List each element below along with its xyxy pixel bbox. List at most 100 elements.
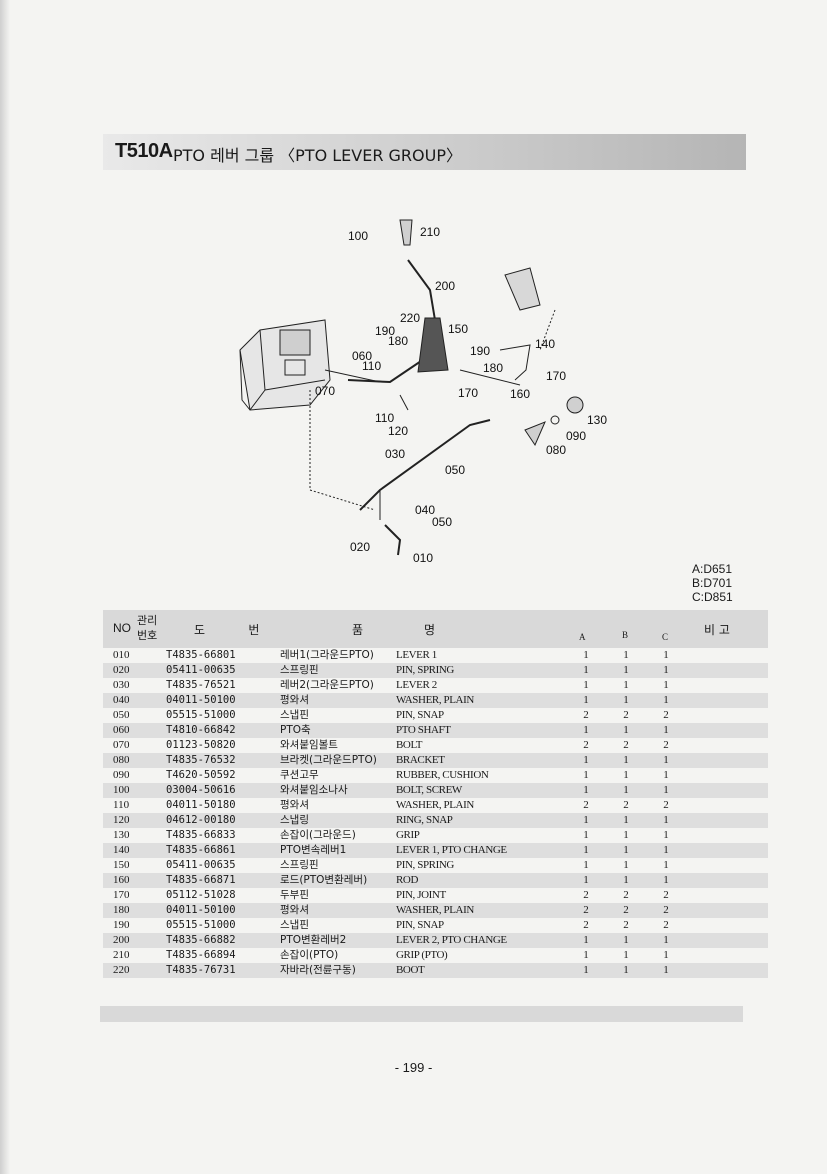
- header-name-left: 품: [280, 610, 396, 648]
- part-name-ko: 스냅핀: [280, 708, 396, 723]
- qty-a: 2: [566, 708, 606, 723]
- part-name-ko: 레버1(그라운드PTO): [280, 648, 396, 663]
- qty-a: 1: [566, 858, 606, 873]
- qty-b: 2: [606, 798, 646, 813]
- qty-c: 1: [646, 813, 686, 828]
- qty-b: 2: [606, 738, 646, 753]
- page-number: - 199 -: [394, 1060, 433, 1075]
- part-no: 200: [103, 933, 166, 948]
- pto-shaft-drawing: [324, 369, 381, 383]
- part-no: 160: [103, 873, 166, 888]
- qty-b: 1: [606, 723, 646, 738]
- part-no: 170: [103, 888, 166, 903]
- qty-a: 1: [566, 843, 606, 858]
- part-no: 180: [103, 903, 166, 918]
- part-name-ko: 로드(PTO변환레버): [280, 873, 396, 888]
- part-code: 03004-50616: [166, 783, 280, 798]
- qty-c: 1: [646, 858, 686, 873]
- part-no: 190: [103, 918, 166, 933]
- part-name-en: PTO SHAFT: [396, 723, 566, 738]
- diagram-callouts: 100 210 200 220 190 180 150 190 140 060 …: [315, 225, 607, 565]
- callout-040: 040: [415, 503, 435, 517]
- callout-170b: 170: [458, 386, 478, 400]
- part-name-ko: 브라켓(그라운드PTO): [280, 753, 396, 768]
- qty-b: 1: [606, 933, 646, 948]
- part-code: T4835-76521: [166, 678, 280, 693]
- header-mgmt-1: 관리: [137, 615, 158, 627]
- part-name-en: BOLT: [396, 738, 566, 753]
- header-mgmt-2: 번호: [137, 630, 158, 642]
- exploded-parts-diagram: 100 210 200 220 190 180 150 190 140 060 …: [239, 219, 607, 565]
- qty-a: 1: [566, 873, 606, 888]
- part-name-ko: 손잡이(PTO): [280, 948, 396, 963]
- qty-c: 2: [646, 708, 686, 723]
- part-name-en: BRACKET: [396, 753, 566, 768]
- part-code: 04011-50180: [166, 798, 280, 813]
- callout-050: 050: [445, 463, 465, 477]
- qty-b: 1: [606, 873, 646, 888]
- remarks: [686, 723, 768, 738]
- part-name-en: RING, SNAP: [396, 813, 566, 828]
- callout-180: 180: [388, 334, 408, 348]
- page-edge-shadow: [0, 0, 10, 1174]
- part-name-en: WASHER, PLAIN: [396, 903, 566, 918]
- qty-a: 1: [566, 678, 606, 693]
- qty-a: 1: [566, 828, 606, 843]
- callout-030: 030: [385, 447, 405, 461]
- part-code: 04011-50100: [166, 693, 280, 708]
- part-no: 120: [103, 813, 166, 828]
- remarks: [686, 738, 768, 753]
- part-no: 010: [103, 648, 166, 663]
- part-no: 020: [103, 663, 166, 678]
- qty-a: 1: [566, 648, 606, 663]
- callout-060: 060: [352, 349, 372, 363]
- qty-b: 1: [606, 843, 646, 858]
- callout-050b: 050: [432, 515, 452, 529]
- part-name-ko: 평와셔: [280, 693, 396, 708]
- part-code: T4835-66871: [166, 873, 280, 888]
- part-code: T4810-66842: [166, 723, 280, 738]
- part-name-en: WASHER, PLAIN: [396, 693, 566, 708]
- qty-a: 1: [566, 723, 606, 738]
- part-name-en: PIN, SNAP: [396, 708, 566, 723]
- qty-a: 1: [566, 693, 606, 708]
- part-name-ko: 스프링핀: [280, 663, 396, 678]
- part-code: 05411-00635: [166, 858, 280, 873]
- part-name-en: LEVER 1, PTO CHANGE: [396, 843, 566, 858]
- qty-a: 1: [566, 933, 606, 948]
- qty-b: 1: [606, 678, 646, 693]
- part-code: T4835-76532: [166, 753, 280, 768]
- section-code: T510A: [115, 140, 173, 162]
- qty-c: 1: [646, 828, 686, 843]
- part-name-ko: 와셔붙임소나사: [280, 783, 396, 798]
- part-name-en: PIN, SPRING: [396, 858, 566, 873]
- qty-c: 1: [646, 648, 686, 663]
- qty-b: 2: [606, 918, 646, 933]
- remarks: [686, 753, 768, 768]
- remarks: [686, 903, 768, 918]
- part-name-en: LEVER 2, PTO CHANGE: [396, 933, 566, 948]
- part-name-ko: 스냅핀: [280, 918, 396, 933]
- part-no: 110: [103, 798, 166, 813]
- remarks: [686, 798, 768, 813]
- model-code-a: A:D651: [692, 562, 733, 576]
- qty-c: 2: [646, 738, 686, 753]
- part-code: T4620-50592: [166, 768, 280, 783]
- part-code: 05112-51028: [166, 888, 280, 903]
- part-name-en: GRIP (PTO): [396, 948, 566, 963]
- callout-020: 020: [350, 540, 370, 554]
- housing-drawing: [239, 319, 331, 411]
- header-name-right: 명: [396, 610, 566, 648]
- qty-b: 1: [606, 963, 646, 978]
- part-no: 050: [103, 708, 166, 723]
- qty-c: 1: [646, 723, 686, 738]
